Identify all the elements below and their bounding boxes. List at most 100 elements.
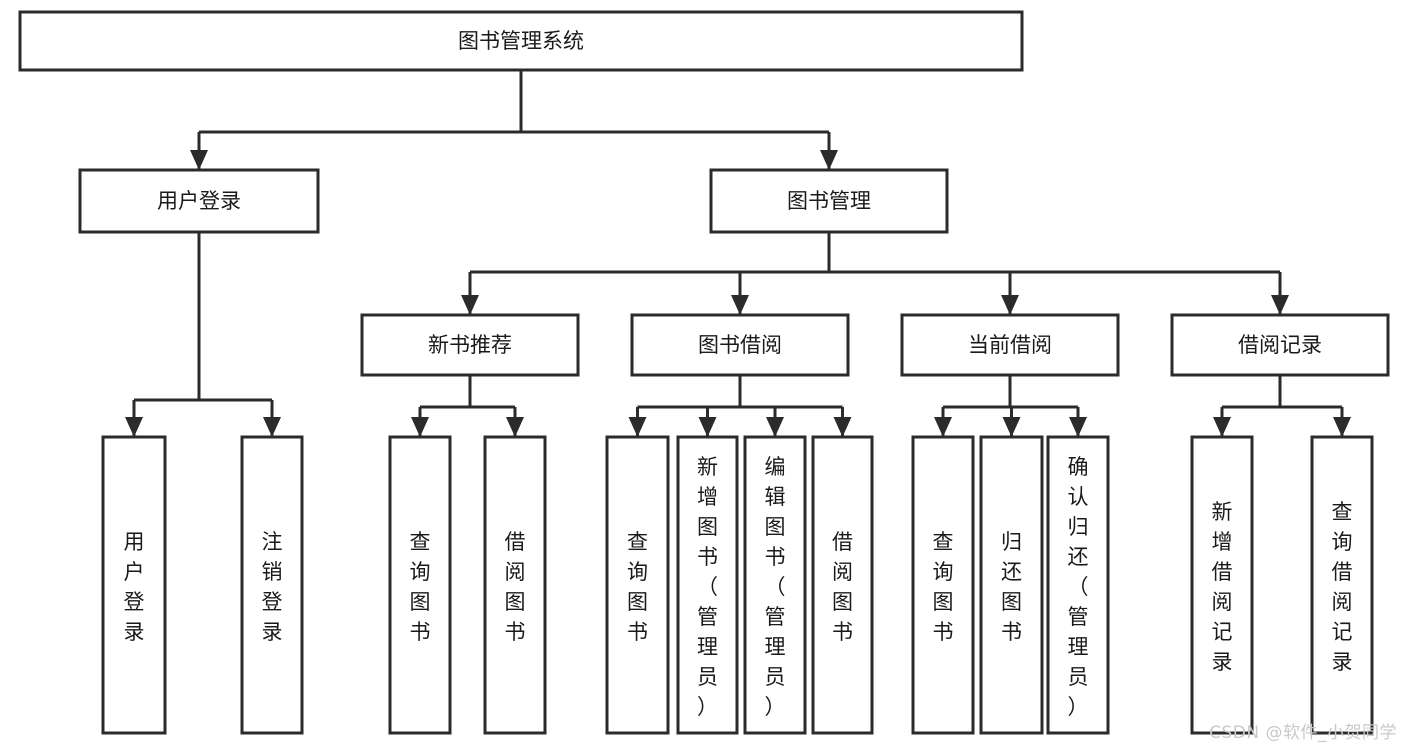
- arrow-head-icon: [506, 417, 524, 437]
- node-label-root: 图书管理系统: [458, 29, 584, 53]
- svg-text:书: 书: [933, 620, 954, 644]
- node-box-leaf-query-record[interactable]: [1310, 435, 1374, 735]
- svg-text:增: 增: [697, 485, 718, 509]
- node-box-leaf-user-login[interactable]: [101, 435, 167, 735]
- arrow-head-icon: [766, 417, 784, 437]
- svg-text:）: ）: [765, 695, 786, 719]
- arrow-head-icon: [1001, 295, 1019, 315]
- arrow-head-icon: [1271, 295, 1289, 315]
- node-box-leaf-query-book-1[interactable]: [388, 435, 452, 735]
- svg-text:登: 登: [124, 590, 145, 614]
- svg-text:理: 理: [697, 635, 718, 659]
- svg-text:图: 图: [933, 590, 954, 614]
- node-boxes: [18, 10, 1390, 735]
- svg-text:书: 书: [505, 620, 526, 644]
- svg-text:录: 录: [262, 620, 283, 644]
- arrow-head-icon: [411, 417, 429, 437]
- node-box-new-book-recommend[interactable]: [360, 313, 580, 377]
- svg-text:询: 询: [410, 560, 431, 584]
- svg-text:借: 借: [832, 530, 853, 554]
- watermark-text: CSDN @软件_小贺同学: [1209, 723, 1397, 743]
- svg-text:借: 借: [505, 530, 526, 554]
- arrow-head-icon: [1002, 417, 1021, 437]
- svg-text:图: 图: [627, 590, 648, 614]
- svg-text:员: 员: [697, 665, 718, 689]
- svg-text:理: 理: [1068, 635, 1089, 659]
- svg-text:管: 管: [1068, 605, 1089, 629]
- svg-text:（: （: [765, 575, 786, 599]
- svg-text:查: 查: [1332, 500, 1353, 524]
- node-box-borrow-record[interactable]: [1170, 313, 1390, 377]
- arrow-head-icon: [1213, 417, 1231, 437]
- svg-text:书: 书: [765, 545, 786, 569]
- node-box-leaf-borrow-book-2[interactable]: [811, 435, 874, 735]
- node-box-leaf-borrow-book-1[interactable]: [483, 435, 547, 735]
- svg-text:管: 管: [697, 605, 718, 629]
- arrow-head-icon: [125, 417, 143, 437]
- node-label-book-borrow: 图书借阅: [698, 333, 782, 357]
- node-box-leaf-query-book-2[interactable]: [605, 435, 670, 735]
- svg-text:（: （: [1068, 575, 1089, 599]
- arrow-head-icon: [731, 295, 749, 315]
- svg-text:录: 录: [124, 620, 145, 644]
- svg-text:书: 书: [410, 620, 431, 644]
- arrow-head-icon: [934, 417, 952, 437]
- svg-text:辑: 辑: [765, 485, 786, 509]
- svg-text:录: 录: [1332, 650, 1353, 674]
- node-box-leaf-edit-book[interactable]: [743, 435, 807, 735]
- node-box-leaf-query-book-3[interactable]: [911, 435, 975, 735]
- svg-text:销: 销: [262, 560, 283, 584]
- node-box-root[interactable]: [18, 10, 1024, 72]
- svg-text:图: 图: [832, 590, 853, 614]
- svg-text:图: 图: [410, 590, 431, 614]
- svg-text:询: 询: [1332, 530, 1353, 554]
- svg-text:书: 书: [627, 620, 648, 644]
- arrow-head-icon: [461, 295, 479, 315]
- node-box-current-borrow[interactable]: [900, 313, 1120, 377]
- node-label-borrow-record: 借阅记录: [1238, 333, 1322, 357]
- node-box-book-borrow[interactable]: [630, 313, 850, 377]
- svg-text:确: 确: [1068, 455, 1089, 479]
- node-box-leaf-add-book[interactable]: [676, 435, 739, 735]
- node-box-leaf-confirm-return[interactable]: [1046, 435, 1110, 735]
- svg-text:还: 还: [1001, 560, 1022, 584]
- svg-text:理: 理: [765, 635, 786, 659]
- svg-text:图: 图: [697, 515, 718, 539]
- connector-edges: [125, 70, 1351, 437]
- node-box-leaf-add-record[interactable]: [1190, 435, 1254, 735]
- arrow-head-icon: [698, 417, 717, 437]
- arrow-head-icon: [628, 417, 647, 437]
- node-box-leaf-logout[interactable]: [240, 435, 304, 735]
- svg-text:记: 记: [1332, 620, 1353, 644]
- node-label-current-borrow: 当前借阅: [968, 333, 1052, 357]
- arrow-head-icon: [190, 150, 208, 170]
- node-box-book-manage[interactable]: [709, 168, 949, 234]
- node-box-leaf-return-book[interactable]: [979, 435, 1044, 735]
- svg-text:查: 查: [410, 530, 431, 554]
- arrow-head-icon: [1333, 417, 1351, 437]
- svg-text:）: ）: [697, 695, 718, 719]
- svg-text:管: 管: [765, 605, 786, 629]
- svg-text:编: 编: [765, 455, 786, 479]
- svg-text:新: 新: [1212, 500, 1233, 524]
- svg-text:）: ）: [1068, 695, 1089, 719]
- node-label-user-login: 用户登录: [157, 189, 241, 213]
- arrow-head-icon: [263, 417, 281, 437]
- svg-text:借: 借: [1212, 560, 1233, 584]
- arrow-head-icon: [820, 150, 838, 170]
- svg-text:认: 认: [1068, 485, 1089, 509]
- node-box-user-login[interactable]: [78, 168, 320, 234]
- svg-text:查: 查: [627, 530, 648, 554]
- svg-text:注: 注: [262, 530, 283, 554]
- svg-text:书: 书: [697, 545, 718, 569]
- svg-text:用: 用: [124, 530, 145, 554]
- node-label-book-manage: 图书管理: [787, 189, 871, 213]
- svg-text:图: 图: [505, 590, 526, 614]
